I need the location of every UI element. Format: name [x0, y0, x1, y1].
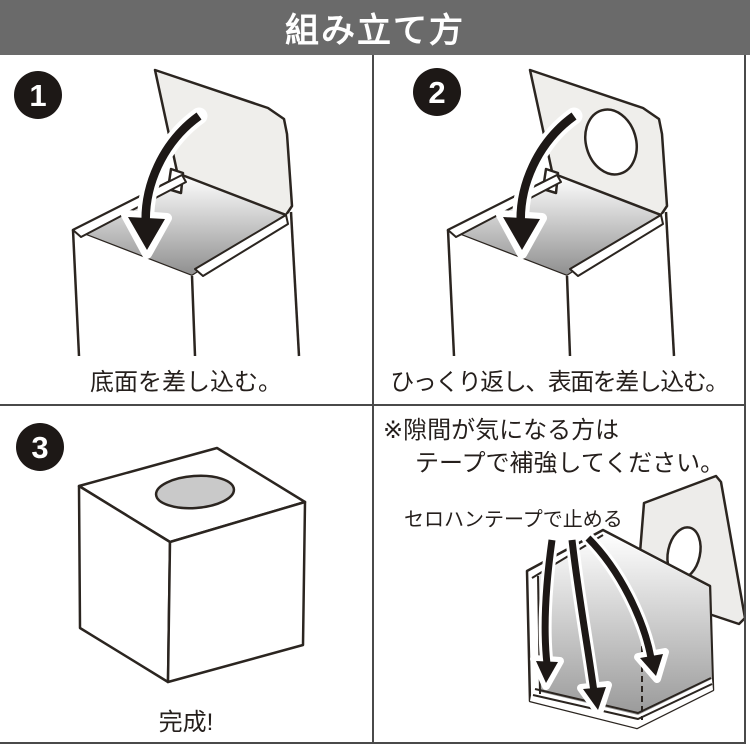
box-rim-strip-right: [569, 214, 664, 277]
page-title: 組み立て方: [285, 12, 465, 50]
curved-arrow-icon: [121, 107, 208, 259]
tape-instruction-label: セロハンテープで止める: [404, 509, 623, 531]
step-1-box-illustration: [71, 68, 301, 357]
step-3-cube-illustration: [77, 446, 307, 684]
step-3-number: 3: [31, 429, 49, 465]
curved-arrow-icon: [565, 533, 612, 717]
step-3-badge: 3: [16, 423, 64, 471]
box-edge-left: [71, 229, 81, 357]
step-2-box-illustration: [446, 68, 676, 357]
box-edge-front: [565, 275, 572, 357]
curved-arrow-icon: [496, 107, 583, 259]
box-rim-strip-right: [194, 214, 289, 277]
cube-right-face: [166, 500, 307, 684]
tape-reinforcement-illustration: [525, 474, 744, 730]
curved-arrow-icon: [581, 531, 669, 683]
box-edge-right: [664, 211, 676, 357]
step-2-badge: 2: [413, 68, 461, 116]
note-line-1: ※隙間が気になる方は: [383, 417, 620, 444]
note-line-2: テープで補強してください。: [415, 450, 725, 477]
box-edge-right: [289, 211, 301, 357]
frame-border-bottom: [0, 742, 746, 744]
step-3-caption: 完成!: [158, 709, 214, 736]
box-edge-left: [446, 229, 456, 357]
step-1-caption: 底面を差し込む。: [90, 369, 282, 396]
frame-border-right: [744, 55, 746, 744]
cube-top-hole: [154, 474, 236, 510]
step-2-number: 2: [428, 74, 446, 110]
step-1-number: 1: [29, 77, 47, 113]
grid-divider-vertical: [372, 55, 374, 742]
header-banner: 組み立て方: [0, 0, 750, 55]
grid-divider-horizontal: [0, 404, 746, 406]
box-edge-front: [190, 275, 197, 357]
flap-hole: [584, 108, 638, 176]
tape-strip-line: [534, 677, 712, 714]
curved-arrow-icon: [530, 533, 564, 690]
step-2-caption: ひっくり返し、表面を差し込む。: [390, 369, 729, 396]
step-1-badge: 1: [14, 71, 62, 119]
tape-strip-line: [532, 683, 713, 720]
note-block: ※隙間が気になる方は テープで補強してください。: [383, 414, 724, 480]
